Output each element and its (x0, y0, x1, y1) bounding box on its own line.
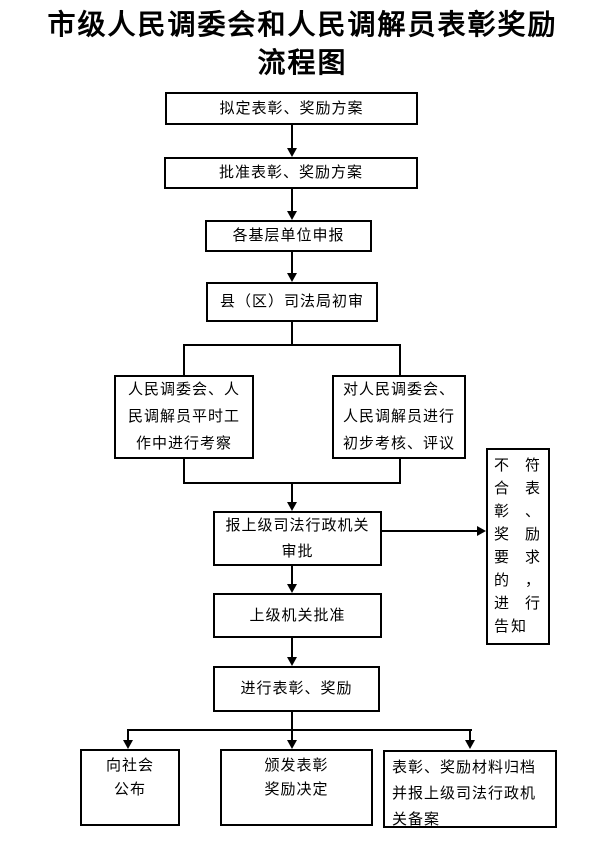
node-label: 进行表彰、奖励 (240, 681, 353, 697)
node-label: 向社会 公布 (105, 758, 154, 798)
node-label: 上级机关批准 (249, 607, 346, 624)
arrow-down-icon (123, 740, 133, 749)
arrow-down-icon (287, 657, 297, 666)
connector-review-to-split (291, 321, 293, 346)
node-unit-declare: 各基层单位申报 (205, 220, 372, 252)
split-branch-line (184, 344, 401, 346)
node-label: 报上级司法行政机关 审批 (225, 517, 370, 560)
arrow-down-icon (287, 584, 297, 593)
connector-inspection-to-merge (183, 457, 185, 484)
connector-carryout-to-split (291, 712, 293, 731)
connector-report-to-higher (291, 565, 293, 585)
connector-report-to-notify (382, 530, 477, 532)
node-report-approval: 报上级司法行政机关 审批 (213, 511, 382, 566)
arrow-down-icon (287, 502, 297, 511)
connector-split-to-assessment (399, 344, 401, 375)
node-approve-plan: 批准表彰、奖励方案 (164, 157, 418, 189)
bottom-branch-line (127, 729, 472, 731)
connector-merge-to-report (291, 482, 293, 503)
node-label: 对人民调委会、 人民调解员进行 初步考核、评议 (342, 381, 455, 452)
arrow-right-icon (477, 526, 486, 536)
node-label: 批准表彰、奖励方案 (218, 165, 363, 181)
connector-approve-to-declare (291, 188, 293, 212)
node-announce-public: 向社会 公布 (80, 749, 180, 826)
connector-to-archive (469, 729, 471, 741)
node-label: 人民调委会、人 民调解员平时工 作中进行考察 (127, 381, 240, 452)
connector-to-announce (127, 729, 129, 741)
node-label: 县（区）司法局初审 (219, 294, 364, 310)
node-county-review: 县（区）司法局初审 (206, 282, 378, 322)
connector-draft-to-approve (291, 124, 293, 149)
node-label: 各基层单位申报 (232, 228, 345, 244)
node-label: 表彰、奖励材料归档 并报上级司法行政机 关备案 (392, 760, 537, 828)
node-archive-record: 表彰、奖励材料归档 并报上级司法行政机 关备案 (383, 750, 557, 828)
node-issue-decision: 颁发表彰 奖励决定 (220, 749, 373, 826)
node-draft-plan: 拟定表彰、奖励方案 (165, 92, 418, 125)
node-preliminary-assessment: 对人民调委会、 人民调解员进行 初步考核、评议 (332, 375, 466, 459)
node-higher-approval: 上级机关批准 (213, 593, 382, 638)
arrow-down-icon (287, 148, 297, 157)
node-daily-inspection: 人民调委会、人 民调解员平时工 作中进行考察 (114, 375, 254, 459)
node-label: 不符合表彰、奖励要求的，进行告知 (494, 458, 542, 635)
page-title-line-1: 市级人民调委会和人民调解员表彰奖励 (47, 10, 558, 41)
node-carry-out-reward: 进行表彰、奖励 (213, 666, 380, 712)
connector-higher-to-carryout (291, 637, 293, 658)
page-title-line-2: 流程图 (257, 48, 348, 79)
connector-assessment-to-merge (399, 457, 401, 484)
node-notify-noncompliance: 不符合表彰、奖励要求的，进行告知 (486, 448, 550, 645)
arrow-down-icon (287, 211, 297, 220)
arrow-down-icon (465, 740, 475, 749)
connector-to-issue (291, 729, 293, 741)
arrow-down-icon (287, 740, 297, 749)
connector-split-to-inspection (183, 344, 185, 375)
node-label: 颁发表彰 奖励决定 (264, 758, 329, 798)
arrow-down-icon (287, 273, 297, 282)
connector-declare-to-review (291, 251, 293, 274)
node-label: 拟定表彰、奖励方案 (219, 100, 364, 117)
